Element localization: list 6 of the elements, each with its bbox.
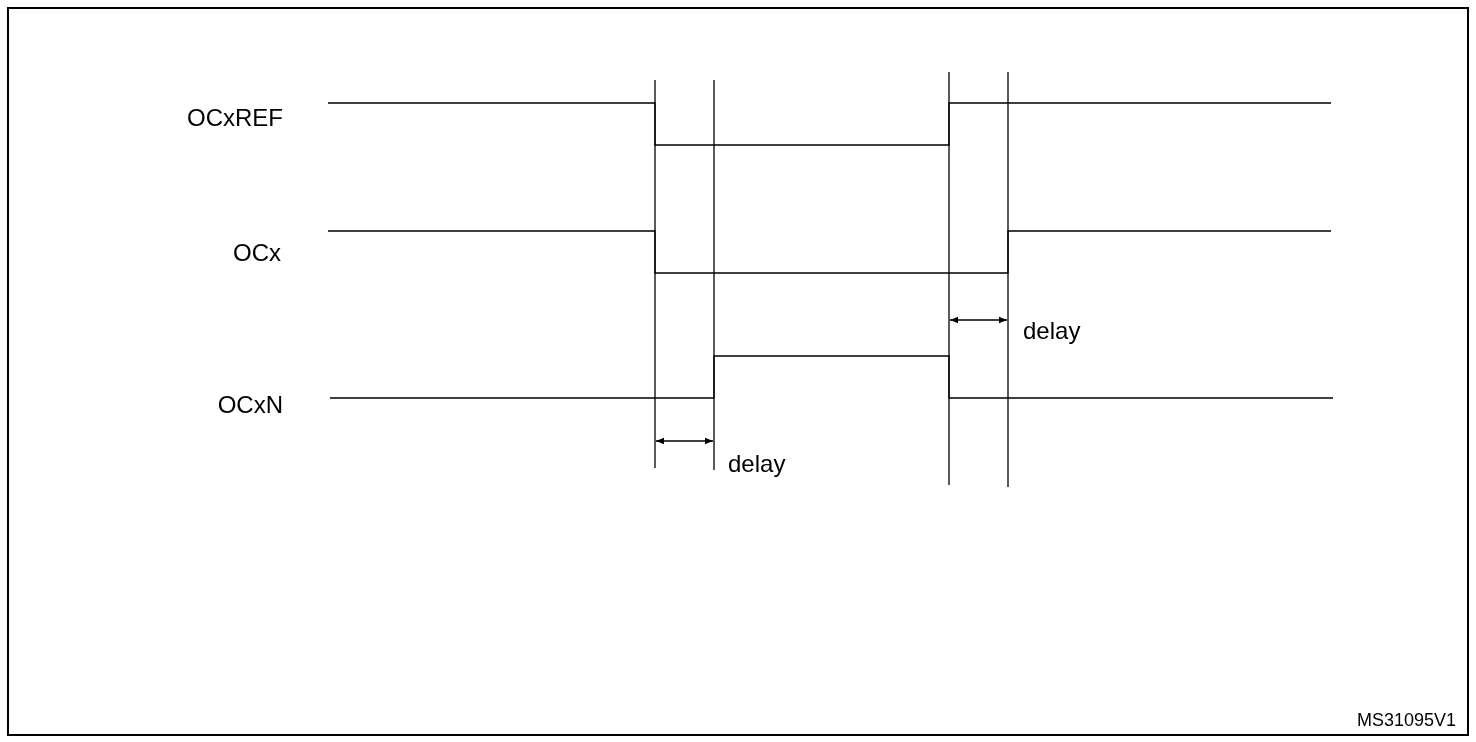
- delay-label: delay: [728, 452, 786, 476]
- signal-name: OCxREF: [187, 106, 283, 130]
- delay-label: delay: [1023, 319, 1081, 343]
- signal-name: OCxN: [217, 393, 283, 417]
- figure-id: MS31095V1: [1356, 711, 1456, 729]
- signal-name: OCx: [233, 241, 281, 265]
